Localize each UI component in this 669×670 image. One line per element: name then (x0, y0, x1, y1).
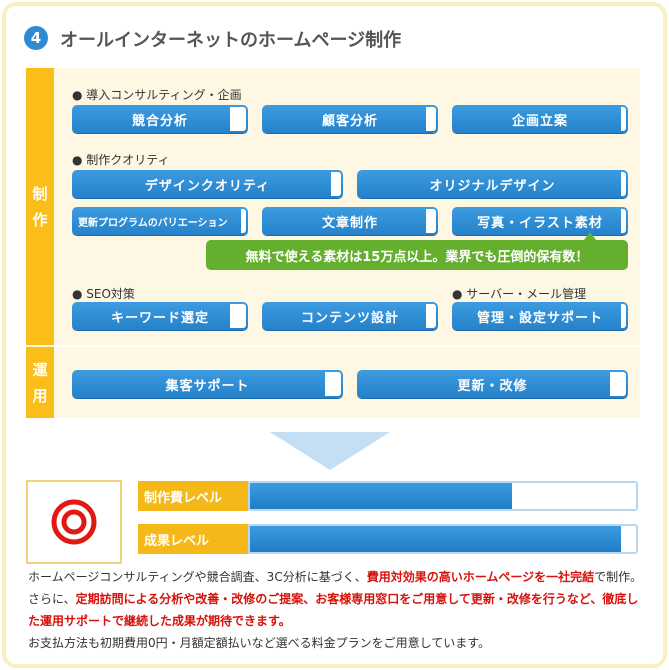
category-intro-consulting: ● 導入コンサルティング・企画 (72, 88, 242, 102)
customer-acquisition-support-button[interactable]: 集客サポート (72, 370, 343, 398)
description-segment: お支払方法も初期費用0円・月額定額払いなど選べる料金プランをご用意しています。 (28, 636, 491, 650)
copywriting-button[interactable]: 文章制作 (262, 207, 438, 235)
description-highlight: 定期訪問による分析や改善・改修のご提案、お客様専用窓口をご用意して更新・改修を行… (28, 592, 639, 628)
button-label: 集客サポート (165, 378, 250, 394)
button-label: 文章制作 (321, 215, 378, 231)
step-number-badge: 4 (24, 26, 48, 50)
side-label-char: 作 (32, 210, 48, 229)
production-cost-level-label: 制作費レベル (138, 481, 260, 511)
side-label-production: 制 作 (26, 68, 54, 345)
down-arrow-icon (270, 432, 390, 470)
category-server-mail: ● サーバー・メール管理 (452, 287, 587, 301)
design-quality-button[interactable]: デザインクオリティ (72, 170, 343, 198)
button-label: コンテンツ設計 (300, 310, 399, 326)
category-seo: ● SEO対策 (72, 287, 135, 301)
button-label: 企画立案 (511, 113, 568, 129)
update-program-variation-button[interactable]: 更新プログラムのバリエーション (72, 207, 248, 235)
button-label: 更新プログラムのバリエーション (78, 217, 228, 229)
original-design-button[interactable]: オリジナルデザイン (357, 170, 628, 198)
photo-illustration-button[interactable]: 写真・イラスト素材 (452, 207, 628, 235)
description-segment: ホームページコンサルティングや競合調査、3C分析に基づく、 (28, 570, 367, 584)
side-label-char: 制 (32, 184, 48, 203)
production-cost-level-fill (250, 483, 513, 509)
button-label: キーワード選定 (110, 310, 209, 326)
result-rating-box (26, 480, 122, 564)
result-level-fill (250, 526, 621, 552)
category-production-quality: ● 制作クオリティ (72, 153, 170, 167)
production-cost-level-bar (248, 481, 638, 511)
update-repair-button[interactable]: 更新・改修 (357, 370, 628, 398)
free-materials-callout: 無料で使える素材は15万点以上。業界でも圧倒的保有数！ (206, 232, 628, 270)
description-highlight: 費用対効果の高いホームページを一社完結 (366, 570, 595, 584)
side-label-operation: 運 用 (26, 347, 54, 418)
customer-analysis-button[interactable]: 顧客分析 (262, 105, 438, 133)
planning-button[interactable]: 企画立案 (452, 105, 628, 133)
page-title: オールインターネットのホームページ制作 (60, 30, 402, 51)
double-circle-icon (51, 499, 97, 545)
button-label: 競合分析 (131, 113, 188, 129)
description-segment: で制作。さらに、 (28, 570, 643, 606)
button-label: 管理・設定サポート (476, 310, 603, 326)
result-level-label: 成果レベル (138, 524, 260, 554)
button-label: 更新・改修 (457, 378, 528, 394)
button-label: デザインクオリティ (144, 178, 271, 194)
result-level-bar (248, 524, 638, 554)
side-label-char: 運 (32, 360, 48, 379)
management-support-button[interactable]: 管理・設定サポート (452, 302, 628, 330)
button-label: 顧客分析 (321, 113, 378, 129)
content-design-button[interactable]: コンテンツ設計 (262, 302, 438, 330)
keyword-selection-button[interactable]: キーワード選定 (72, 302, 248, 330)
competitor-analysis-button[interactable]: 競合分析 (72, 105, 248, 133)
side-label-char: 用 (32, 386, 48, 405)
description-text: ホームページコンサルティングや競合調査、3C分析に基づく、費用対効果の高いホーム… (28, 566, 648, 654)
button-label: オリジナルデザイン (429, 178, 556, 194)
panel-divider (54, 345, 640, 347)
button-label: 写真・イラスト素材 (477, 215, 603, 231)
